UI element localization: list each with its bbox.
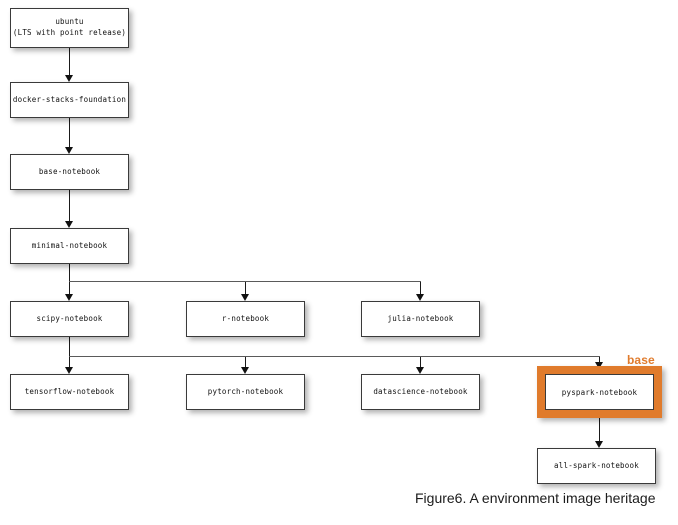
arrow-pytorch-icon: [241, 367, 249, 374]
connector-pytorch-drop: [245, 356, 246, 367]
node-docker-stacks-foundation[interactable]: docker-stacks-foundation: [10, 82, 129, 118]
arrow-minimal-icon: [65, 221, 73, 228]
connector-pyspark-drop: [599, 356, 600, 362]
arrow-foundation-icon: [65, 75, 73, 82]
arrow-datascience-icon: [416, 367, 424, 374]
connector-minimal-branch-bar: [69, 281, 421, 282]
connector-r-drop: [245, 281, 246, 294]
node-pyspark-notebook[interactable]: pyspark-notebook: [537, 366, 662, 418]
arrow-allspark-icon: [595, 441, 603, 448]
node-all-spark-notebook[interactable]: all-spark-notebook: [537, 448, 656, 484]
node-datascience-notebook[interactable]: datascience-notebook: [361, 374, 480, 410]
node-minimal-notebook[interactable]: minimal-notebook: [10, 228, 129, 264]
base-badge-label: base: [627, 353, 655, 367]
node-tensorflow-notebook[interactable]: tensorflow-notebook: [10, 374, 129, 410]
node-label-pyspark-notebook: pyspark-notebook: [545, 374, 654, 410]
arrow-julia-icon: [416, 294, 424, 301]
arrow-tensorflow-icon: [65, 367, 73, 374]
connector-pyspark-to-allspark: [599, 418, 600, 441]
connector-scipy-trunk: [69, 337, 70, 367]
arrow-base-icon: [65, 147, 73, 154]
connector-scipy-branch-bar: [69, 356, 600, 357]
node-scipy-notebook[interactable]: scipy-notebook: [10, 301, 129, 337]
arrow-scipy-icon: [65, 294, 73, 301]
arrow-pyspark-icon: [595, 362, 603, 369]
connector-ubuntu-to-foundation: [69, 48, 70, 75]
connector-foundation-to-base: [69, 118, 70, 147]
node-base-notebook[interactable]: base-notebook: [10, 154, 129, 190]
connector-julia-drop: [420, 281, 421, 294]
node-ubuntu[interactable]: ubuntu (LTS with point release): [10, 8, 129, 48]
connector-minimal-trunk: [69, 264, 70, 294]
figure-caption: Figure6. A environment image heritage: [415, 490, 656, 506]
arrow-r-icon: [241, 294, 249, 301]
node-julia-notebook[interactable]: julia-notebook: [361, 301, 480, 337]
connector-datascience-drop: [420, 356, 421, 367]
connector-base-to-minimal: [69, 190, 70, 221]
node-pytorch-notebook[interactable]: pytorch-notebook: [186, 374, 305, 410]
node-r-notebook[interactable]: r-notebook: [186, 301, 305, 337]
